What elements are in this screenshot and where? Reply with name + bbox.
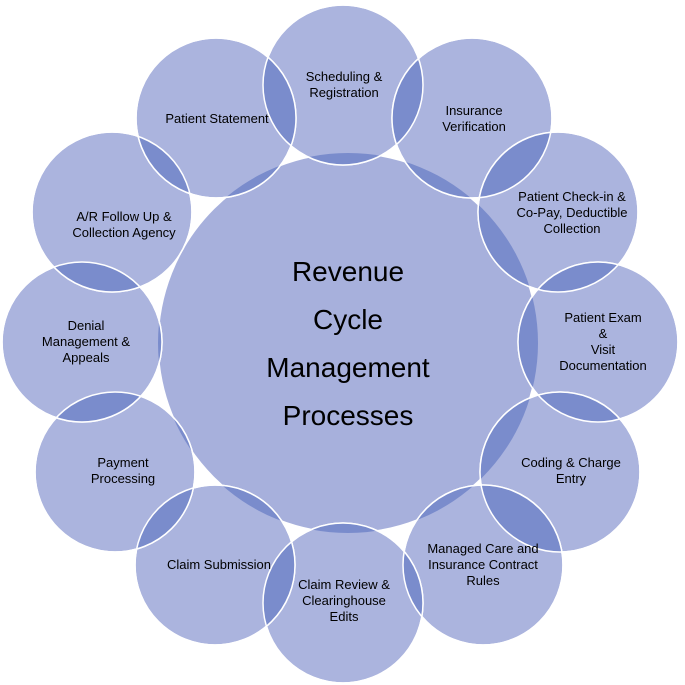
step-outline-check-in <box>477 131 639 293</box>
neighbor-overlap-coding <box>480 485 563 552</box>
center-title-line-4: Processes <box>282 400 414 431</box>
step-outline-claim-review <box>262 522 424 684</box>
neighbor-overlap-insurance-verification <box>478 132 552 198</box>
step-outline-scheduling <box>262 4 424 166</box>
center-title-line-3: Management <box>266 352 430 383</box>
step-outline-insurance-verification <box>391 37 553 199</box>
center-title-line-1: Revenue <box>291 256 405 287</box>
step-outline-exam <box>517 261 679 423</box>
step-outline-claim-submission <box>134 484 296 646</box>
step-outline-coding <box>479 391 641 553</box>
step-outline-patient-statement <box>135 37 297 199</box>
step-outline-denial-management <box>1 261 163 423</box>
step-outline-managed-care <box>402 484 564 646</box>
step-outline-payment-processing <box>34 391 196 553</box>
center-title-line-2: Cycle <box>312 304 384 335</box>
step-outline-ar-follow-up <box>31 131 193 293</box>
